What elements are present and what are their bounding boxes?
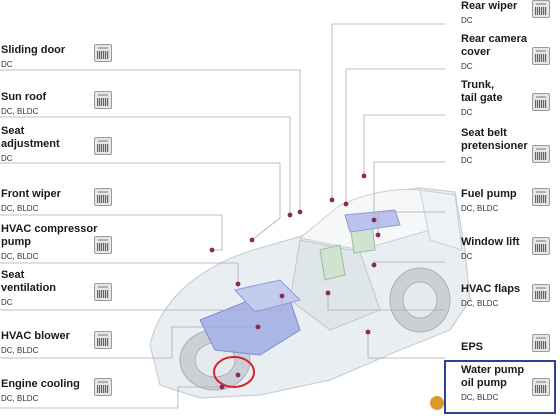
component-name-line2: pretensioner: [461, 140, 528, 152]
component-hvac-flaps: HVAC flaps DC, BLDC: [461, 283, 520, 310]
chip-icon: [94, 283, 112, 301]
watermark-logo: [430, 396, 444, 410]
motor-type: DC, BLDC: [1, 107, 39, 116]
chip-icon: [94, 188, 112, 206]
component-sun-roof: Sun roof DC, BLDC: [1, 91, 46, 118]
motor-type: DC: [461, 16, 473, 25]
component-sliding-door: Sliding door DC: [1, 44, 65, 71]
motor-type: DC: [1, 298, 13, 307]
chip-icon: [94, 137, 112, 155]
motor-type: DC: [461, 252, 473, 261]
motor-type: DC: [1, 60, 13, 69]
chip-icon: [532, 378, 550, 396]
chip-icon: [532, 237, 550, 255]
callout-dots: [209, 173, 381, 390]
chip-icon: [532, 145, 550, 163]
chip-icon: [532, 47, 550, 65]
component-name: Water pump: [461, 364, 525, 376]
chip-icon: [94, 378, 112, 396]
component-fuel-pump: Fuel pump DC, BLDC: [461, 188, 517, 215]
chip-icon: [532, 188, 550, 206]
component-name: HVAC blower: [1, 330, 70, 342]
water-pump-highlight-box: [444, 360, 556, 414]
component-seat-ventilation: Seat ventilation DC: [1, 269, 56, 309]
component-name-line2: pump: [1, 236, 31, 248]
component-trunk-tail-gate: Trunk, tail gate DC: [461, 79, 503, 119]
component-name: Seat belt: [461, 127, 507, 139]
component-water-pump-oil-pump: Water pump oil pump DC, BLDC: [461, 364, 524, 404]
motor-type: DC, BLDC: [461, 299, 499, 308]
component-name: HVAC flaps: [461, 283, 521, 295]
component-name: Sun roof: [1, 91, 47, 103]
component-name: Rear wiper: [461, 0, 518, 12]
motor-type: DC: [461, 156, 473, 165]
component-name-line2: tail gate: [461, 92, 503, 104]
component-hvac-compressor-pump: HVAC compressor pump DC, BLDC: [1, 223, 97, 263]
motor-type: DC: [1, 154, 13, 163]
motor-type: DC, BLDC: [1, 346, 39, 355]
motor-type: DC, BLDC: [1, 252, 39, 261]
component-name: Engine cooling: [1, 378, 80, 390]
component-name-line2: cover: [461, 46, 491, 58]
component-hvac-blower: HVAC blower DC, BLDC: [1, 330, 70, 357]
motor-type: DC, BLDC: [461, 204, 499, 213]
chip-icon: [94, 331, 112, 349]
component-name: EPS: [461, 341, 484, 353]
component-name-line2: adjustment: [1, 138, 60, 150]
chip-icon: [94, 44, 112, 62]
component-eps: EPS: [461, 341, 483, 355]
engine-highlight-circle: [213, 356, 255, 388]
component-seat-adjustment: Seat adjustment DC: [1, 125, 60, 165]
component-name: Front wiper: [1, 188, 61, 200]
leader-lines: [0, 23, 445, 409]
component-front-wiper: Front wiper DC, BLDC: [1, 188, 61, 215]
chip-icon: [532, 284, 550, 302]
chip-icon: [532, 334, 550, 352]
component-name: HVAC compressor: [1, 223, 98, 235]
component-window-lift: Window lift DC: [461, 236, 520, 263]
chip-icon: [532, 0, 550, 18]
component-name: Seat: [1, 125, 25, 137]
chip-icon: [94, 91, 112, 109]
component-rear-wiper: Rear wiper DC: [461, 0, 517, 27]
chip-icon: [532, 93, 550, 111]
component-name: Sliding door: [1, 44, 66, 56]
motor-type: DC: [461, 62, 473, 71]
component-name-line2: oil pump: [461, 377, 507, 389]
chip-icon: [94, 236, 112, 254]
component-rear-camera-cover: Rear camera cover DC: [461, 33, 527, 73]
motor-type: DC, BLDC: [1, 394, 39, 403]
motor-type: DC: [461, 108, 473, 117]
component-name-line2: ventilation: [1, 282, 57, 294]
component-name: Window lift: [461, 236, 520, 248]
component-seat-belt-pretensioner: Seat belt pretensioner DC: [461, 127, 528, 167]
component-name: Fuel pump: [461, 188, 517, 200]
motor-type: DC, BLDC: [1, 204, 39, 213]
car-illustration: [149, 187, 471, 399]
component-name: Trunk,: [461, 79, 495, 91]
component-engine-cooling: Engine cooling DC, BLDC: [1, 378, 80, 405]
component-name: Seat: [1, 269, 25, 281]
component-name: Rear camera: [461, 33, 528, 45]
motor-type: DC, BLDC: [461, 393, 499, 402]
